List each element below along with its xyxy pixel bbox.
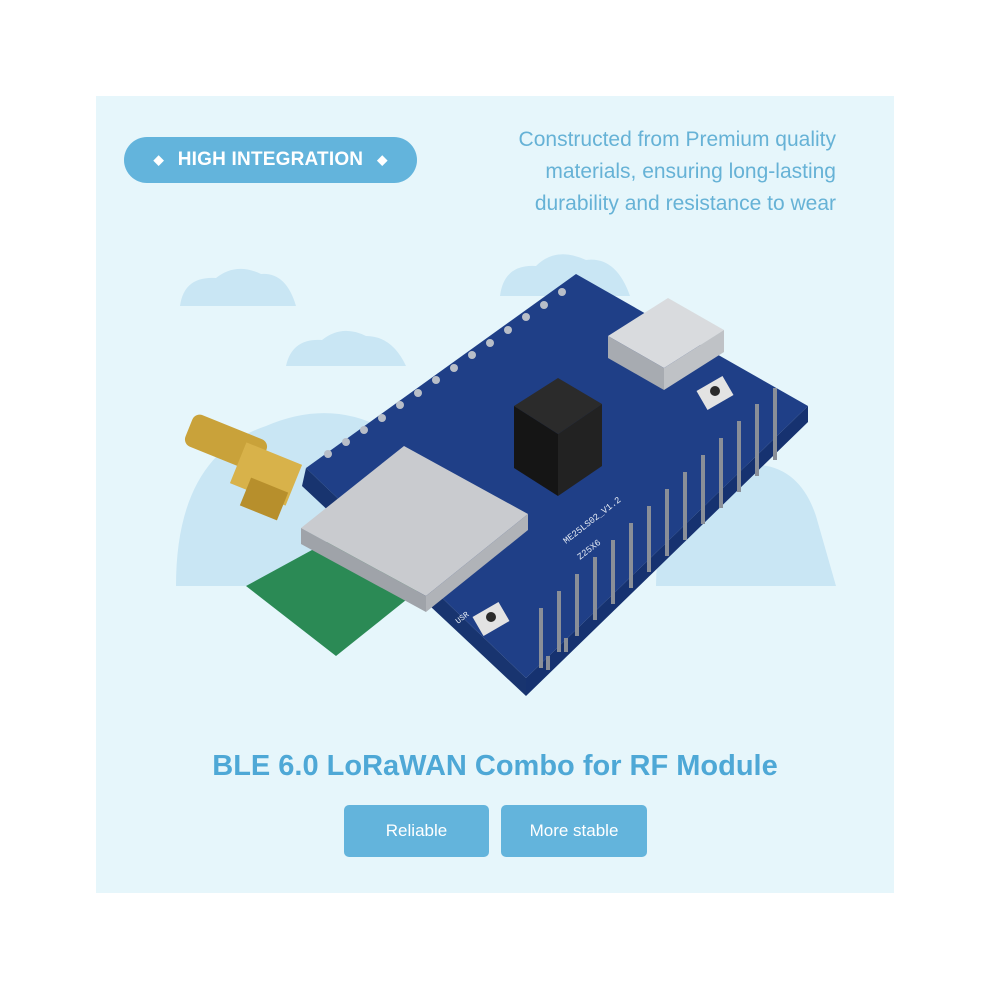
diamond-icon: ◆ (377, 152, 388, 167)
user-button-part (472, 601, 510, 637)
pin-row-top (324, 288, 566, 458)
jumper-header-block (514, 378, 602, 496)
diamond-icon: ◆ (153, 152, 164, 167)
tagline: Constructed from Premium quality materia… (416, 124, 836, 220)
feature-more-stable: More stable (501, 805, 647, 857)
tagline-line: materials, ensuring long-lasting (545, 160, 836, 183)
usb-c-port (608, 298, 724, 390)
reset-button-part (696, 375, 734, 411)
badge-label: HIGH INTEGRATION (177, 149, 364, 170)
high-integration-badge: ◆ HIGH INTEGRATION ◆ (124, 137, 417, 183)
product-title: BLE 6.0 LoRaWAN Combo for RF Module (212, 750, 778, 782)
product-illustration: ME25LS02_V1.2 Z25X6 USR (176, 254, 836, 696)
rf-module-shield (301, 446, 528, 612)
product-panel: ME25LS02_V1.2 Z25X6 USR ◆ HIGH INTEGRATI… (96, 96, 894, 893)
pin-header-right (539, 388, 777, 670)
sma-connector (184, 414, 303, 521)
tagline-line: Constructed from Premium quality (518, 128, 836, 151)
feature-reliable: Reliable (344, 805, 489, 857)
tagline-line: durability and resistance to wear (534, 192, 836, 215)
